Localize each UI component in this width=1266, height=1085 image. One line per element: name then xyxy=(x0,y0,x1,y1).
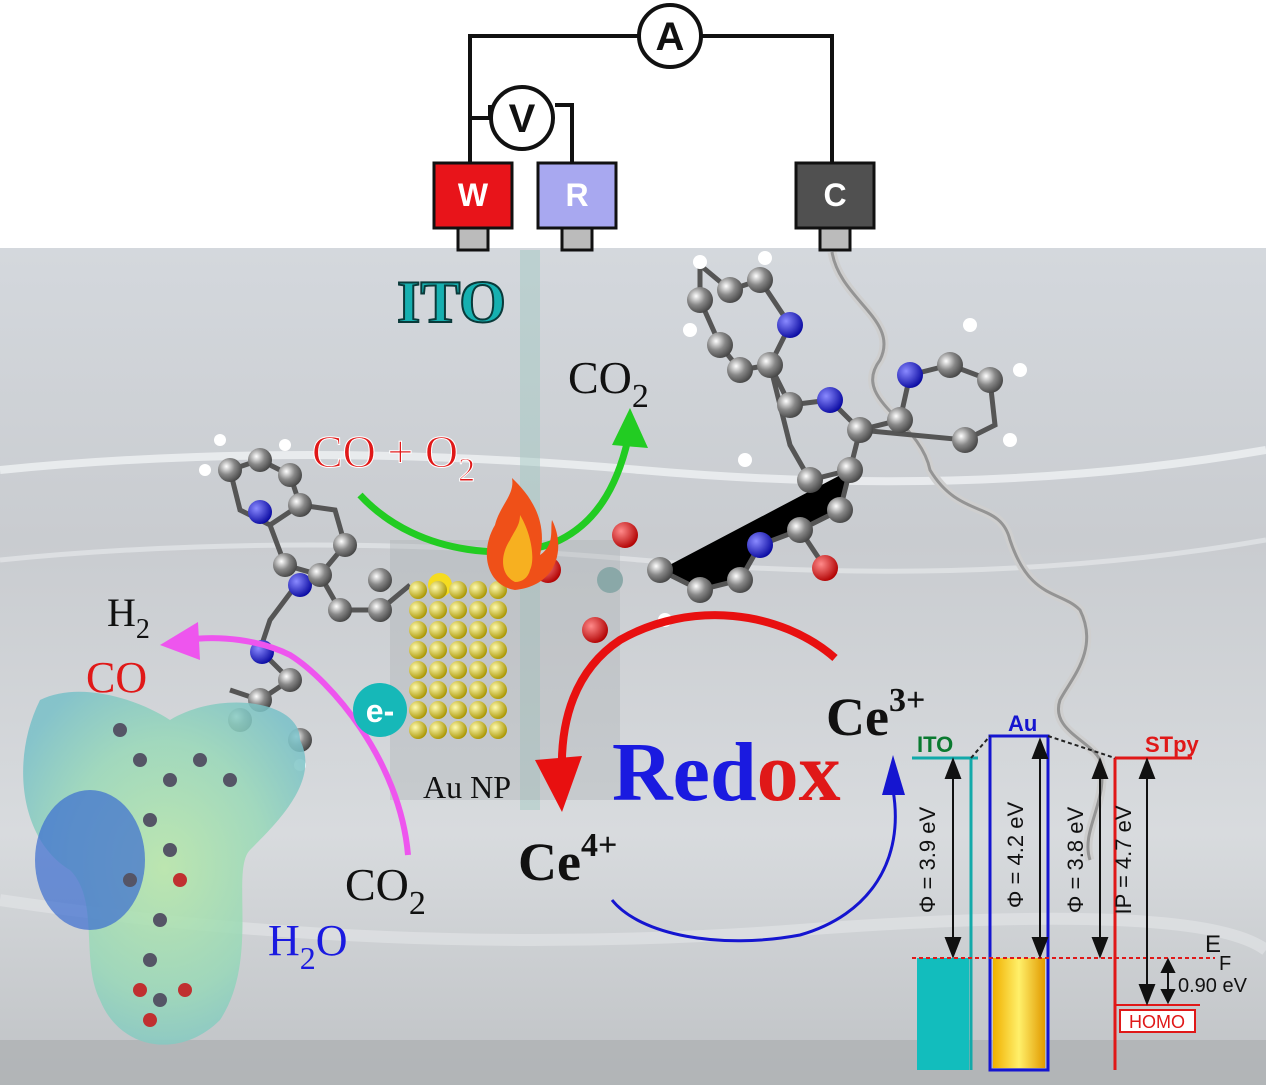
au-atom xyxy=(489,581,507,599)
ito-label: ITO xyxy=(397,269,506,335)
au-atom xyxy=(449,661,467,679)
au-atom xyxy=(409,701,427,719)
au-atom xyxy=(489,701,507,719)
au-atom xyxy=(429,621,447,639)
au-atom xyxy=(429,581,447,599)
au-atom xyxy=(469,681,487,699)
au-atom xyxy=(429,721,447,739)
ito-band xyxy=(917,958,969,1070)
svg-text:C: C xyxy=(823,177,846,213)
au-atom xyxy=(409,581,427,599)
au-atom xyxy=(489,681,507,699)
stpy-workfunction-label: Φ = 3.8 eV xyxy=(1063,807,1088,914)
reduction-arrow xyxy=(557,611,838,776)
voltmeter: V xyxy=(489,85,555,151)
au-nanoparticle xyxy=(409,581,507,739)
au-atom xyxy=(469,621,487,639)
co2-reduction-arrow xyxy=(184,635,411,856)
counter-electrode: C xyxy=(794,161,876,252)
au-atom xyxy=(409,641,427,659)
co-product-label: CO xyxy=(86,653,147,702)
ito-band-label: ITO xyxy=(917,732,953,757)
esp-surface-molecule xyxy=(23,691,306,1045)
au-atom xyxy=(469,641,487,659)
au-atom xyxy=(409,601,427,619)
au-atom xyxy=(469,601,487,619)
au-atom xyxy=(429,681,447,699)
au-atom xyxy=(429,661,447,679)
au-atom xyxy=(449,581,467,599)
au-atom xyxy=(469,721,487,739)
working-electrode: W xyxy=(432,161,514,252)
au-atom xyxy=(409,721,427,739)
ce4-label: Ce4+ xyxy=(518,827,617,892)
au-band xyxy=(993,958,1045,1068)
au-atom xyxy=(449,621,467,639)
au-atom xyxy=(409,681,427,699)
au-atom xyxy=(429,701,447,719)
reference-electrode: R xyxy=(536,161,618,252)
au-box xyxy=(988,734,1050,1072)
au-atom xyxy=(449,701,467,719)
au-atom xyxy=(409,661,427,679)
stpy-ionization-potential-label: IP = 4.7 eV xyxy=(1111,805,1136,914)
au-atom xyxy=(489,621,507,639)
au-atom xyxy=(469,581,487,599)
co-o2-label: CO + O2 xyxy=(312,426,475,489)
ito-workfunction-label: Φ = 3.9 eV xyxy=(915,807,940,914)
au-atom xyxy=(469,661,487,679)
voltmeter-label: V xyxy=(509,97,536,141)
h2o-label: H2O xyxy=(268,916,348,976)
au-band-label: Au xyxy=(1008,711,1037,736)
homo-gap-label: 0.90 eV xyxy=(1178,975,1248,997)
au-atom xyxy=(449,721,467,739)
au-atom xyxy=(489,641,507,659)
au-atom xyxy=(429,641,447,659)
svg-text:e-: e- xyxy=(366,693,394,729)
redox-label: Redox xyxy=(612,726,841,819)
au-workfunction-label: Φ = 4.2 eV xyxy=(1003,802,1028,909)
oxidation-arrow xyxy=(610,789,897,943)
homo-box xyxy=(1119,1009,1196,1033)
svg-text:R: R xyxy=(565,177,588,213)
ce3-label: Ce3+ xyxy=(826,682,925,747)
stpy-band-label: STpy xyxy=(1145,732,1200,757)
homo-label: HOMO xyxy=(1129,1012,1185,1032)
au-atom xyxy=(489,601,507,619)
flame-icon xyxy=(486,478,559,590)
ammeter-label: A xyxy=(656,15,685,59)
au-atom xyxy=(449,681,467,699)
co2-top-label: CO2 xyxy=(568,352,649,415)
au-atom xyxy=(449,641,467,659)
au-atom xyxy=(469,701,487,719)
au-atom xyxy=(409,621,427,639)
au-atom xyxy=(489,661,507,679)
co2-bottom-label: CO2 xyxy=(345,859,426,922)
svg-text:W: W xyxy=(458,177,489,213)
h2-label: H2 xyxy=(107,590,150,645)
au-np-label: Au NP xyxy=(423,769,511,805)
au-atom xyxy=(429,601,447,619)
ammeter: A xyxy=(637,3,703,69)
electron-badge: e- xyxy=(353,683,407,737)
au-atom xyxy=(449,601,467,619)
au-atom xyxy=(489,721,507,739)
